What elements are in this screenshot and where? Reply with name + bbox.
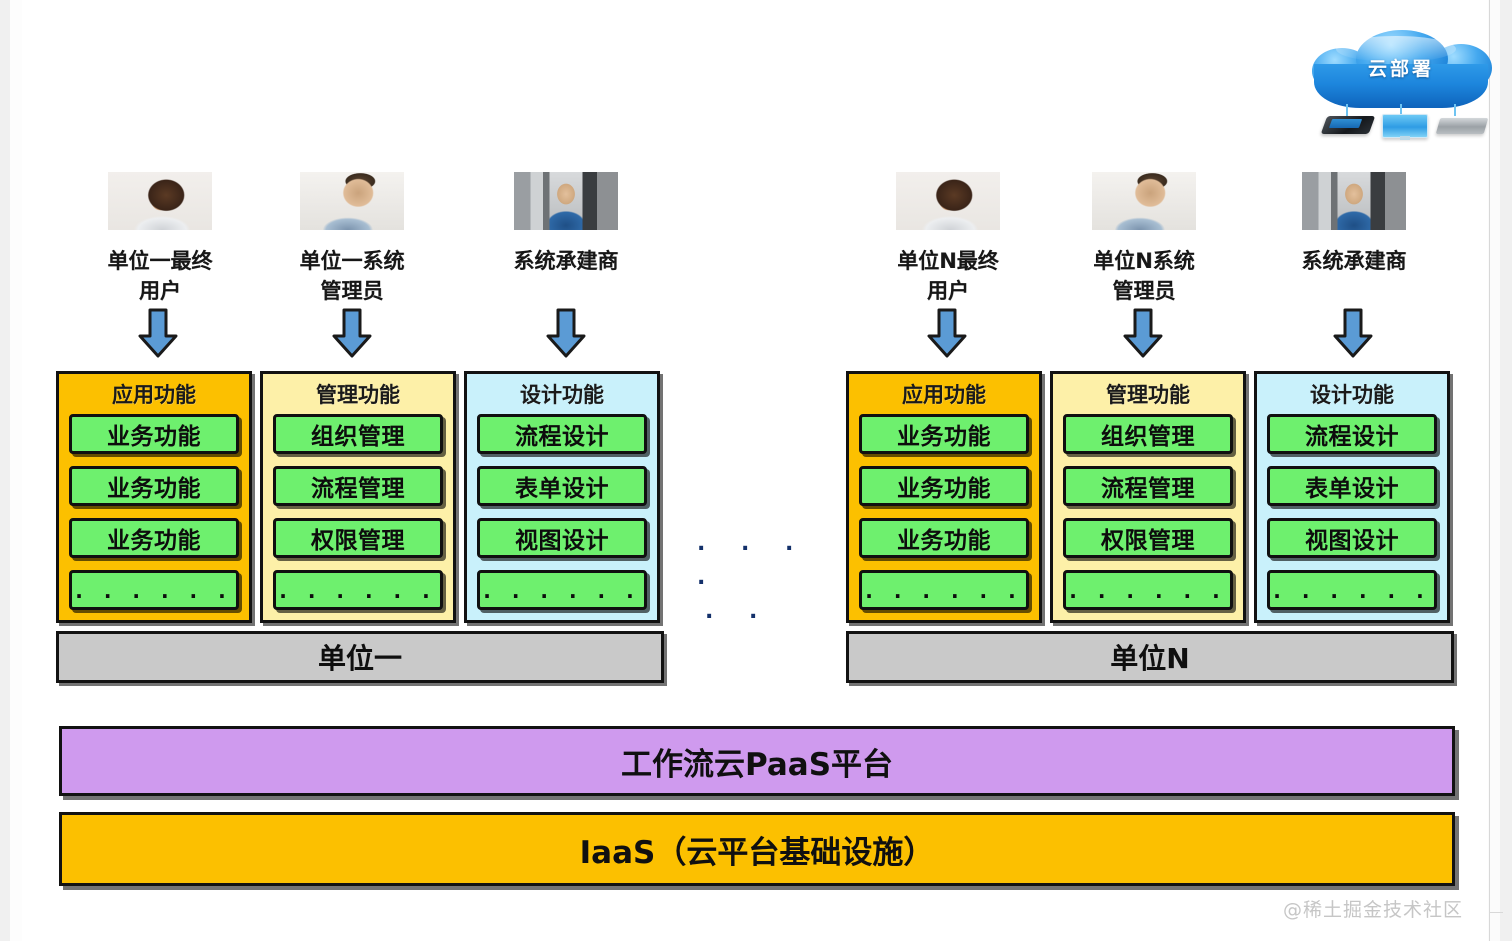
down-arrow-icon — [137, 308, 179, 358]
feature-cell[interactable]: 组织管理 — [1063, 414, 1233, 454]
watermark: @稀土掘金技术社区 — [1283, 899, 1464, 921]
column-design-functions[interactable]: 设计功能 流程设计 表单设计 视图设计 . . . . . . — [464, 371, 660, 623]
actor-unitN-end-user: 单位N最终 用户 — [884, 172, 1012, 306]
cloud-label: 云部署 — [1367, 58, 1434, 80]
actor-label: 单位N最终 用户 — [897, 249, 999, 303]
unit-one-footer-label: 单位一 — [56, 631, 664, 683]
actor-label: 单位一系统 管理员 — [299, 249, 405, 303]
contractor-photo — [1302, 172, 1406, 230]
down-arrow-icon — [545, 308, 587, 358]
column-title: 管理功能 — [1106, 383, 1190, 407]
actor-unit1-end-user: 单位一最终 用户 — [96, 172, 224, 306]
column-management-functions[interactable]: 管理功能 组织管理 流程管理 权限管理 . . . . . . — [260, 371, 456, 623]
down-arrow-icon — [1122, 308, 1164, 358]
feature-cell[interactable]: 流程管理 — [1063, 466, 1233, 506]
unit-n-columns: 应用功能 业务功能 业务功能 业务功能 . . . . . . 管理功能 组织管… — [846, 371, 1454, 623]
cloud-deployment-graphic: 云部署 — [1296, 22, 1506, 140]
feature-cell-more[interactable]: . . . . . . — [859, 570, 1029, 610]
iaas-platform-bar[interactable]: IaaS（云平台基础设施） — [59, 812, 1455, 886]
woman-photo — [896, 172, 1000, 230]
column-title: 应用功能 — [112, 383, 196, 407]
feature-cell[interactable]: 表单设计 — [477, 466, 647, 506]
actor-unitN-contractor: 系统承建商 — [1288, 172, 1420, 276]
column-application-functions[interactable]: 应用功能 业务功能 业务功能 业务功能 . . . . . . — [846, 371, 1042, 623]
feature-cell[interactable]: 视图设计 — [477, 518, 647, 558]
actor-label: 单位一最终 用户 — [107, 249, 213, 303]
column-application-functions[interactable]: 应用功能 业务功能 业务功能 业务功能 . . . . . . — [56, 371, 252, 623]
man-photo — [300, 172, 404, 230]
down-arrow-icon — [926, 308, 968, 358]
column-design-functions[interactable]: 设计功能 流程设计 表单设计 视图设计 . . . . . . — [1254, 371, 1450, 623]
actor-unit1-sys-admin: 单位一系统 管理员 — [288, 172, 416, 306]
unit-one-panel: 应用功能 业务功能 业务功能 业务功能 . . . . . . 管理功能 组织管… — [56, 371, 664, 683]
feature-cell[interactable]: 业务功能 — [859, 414, 1029, 454]
cloud-gloss — [1336, 36, 1456, 62]
cloud-connector-1 — [1346, 104, 1348, 116]
feature-cell[interactable]: 业务功能 — [859, 466, 1029, 506]
cloud-connector-2 — [1400, 104, 1402, 116]
cloud-icon: 云部署 — [1310, 30, 1492, 108]
server-device-icon — [1435, 118, 1489, 134]
page-edge-tick — [1489, 912, 1503, 913]
feature-cell[interactable]: 流程设计 — [1267, 414, 1437, 454]
feature-cell[interactable]: 业务功能 — [69, 466, 239, 506]
down-arrow-icon — [331, 308, 373, 358]
monitor-device-icon — [1382, 114, 1428, 140]
feature-cell[interactable]: 权限管理 — [273, 518, 443, 558]
column-management-functions[interactable]: 管理功能 组织管理 流程管理 权限管理 . . . . . . — [1050, 371, 1246, 623]
iaas-platform-label: IaaS（云平台基础设施） — [579, 834, 935, 871]
feature-cell-more[interactable]: . . . . . . — [1063, 570, 1233, 610]
ellipsis-row-1: . . . . — [697, 531, 808, 590]
down-arrow-icon — [1332, 308, 1374, 358]
column-title: 管理功能 — [316, 383, 400, 407]
actor-label: 单位N系统 管理员 — [1093, 249, 1195, 303]
units-ellipsis: . . . . . . — [697, 527, 817, 629]
woman-photo — [108, 172, 212, 230]
column-title: 设计功能 — [520, 383, 604, 407]
feature-cell[interactable]: 业务功能 — [69, 414, 239, 454]
paas-platform-bar[interactable]: 工作流云PaaS平台 — [59, 726, 1455, 796]
feature-cell[interactable]: 流程管理 — [273, 466, 443, 506]
actor-label: 系统承建商 — [513, 249, 619, 273]
column-title: 设计功能 — [1310, 383, 1394, 407]
cloud-connector-3 — [1454, 104, 1456, 116]
feature-cell[interactable]: 表单设计 — [1267, 466, 1437, 506]
feature-cell[interactable]: 流程设计 — [477, 414, 647, 454]
feature-cell[interactable]: 业务功能 — [859, 518, 1029, 558]
paas-platform-label: 工作流云PaaS平台 — [620, 746, 894, 783]
feature-cell[interactable]: 业务功能 — [69, 518, 239, 558]
actor-label: 系统承建商 — [1301, 249, 1407, 273]
unit-n-footer-label: 单位N — [846, 631, 1454, 683]
ellipsis-row-2: . . — [705, 599, 772, 624]
feature-cell[interactable]: 组织管理 — [273, 414, 443, 454]
unit-one-columns: 应用功能 业务功能 业务功能 业务功能 . . . . . . 管理功能 组织管… — [56, 371, 664, 623]
page-edge-rule — [1489, 0, 1490, 941]
feature-cell-more[interactable]: . . . . . . — [477, 570, 647, 610]
cloud-base — [1314, 64, 1488, 108]
unit-n-panel: 应用功能 业务功能 业务功能 业务功能 . . . . . . 管理功能 组织管… — [846, 371, 1454, 683]
contractor-photo — [514, 172, 618, 230]
feature-cell-more[interactable]: . . . . . . — [273, 570, 443, 610]
feature-cell-more[interactable]: . . . . . . — [1267, 570, 1437, 610]
man-photo — [1092, 172, 1196, 230]
feature-cell[interactable]: 视图设计 — [1267, 518, 1437, 558]
actor-unit1-contractor: 系统承建商 — [500, 172, 632, 276]
feature-cell-more[interactable]: . . . . . . — [69, 570, 239, 610]
column-title: 应用功能 — [902, 383, 986, 407]
actor-unitN-sys-admin: 单位N系统 管理员 — [1078, 172, 1210, 306]
tablet-device-icon — [1320, 116, 1376, 134]
feature-cell[interactable]: 权限管理 — [1063, 518, 1233, 558]
